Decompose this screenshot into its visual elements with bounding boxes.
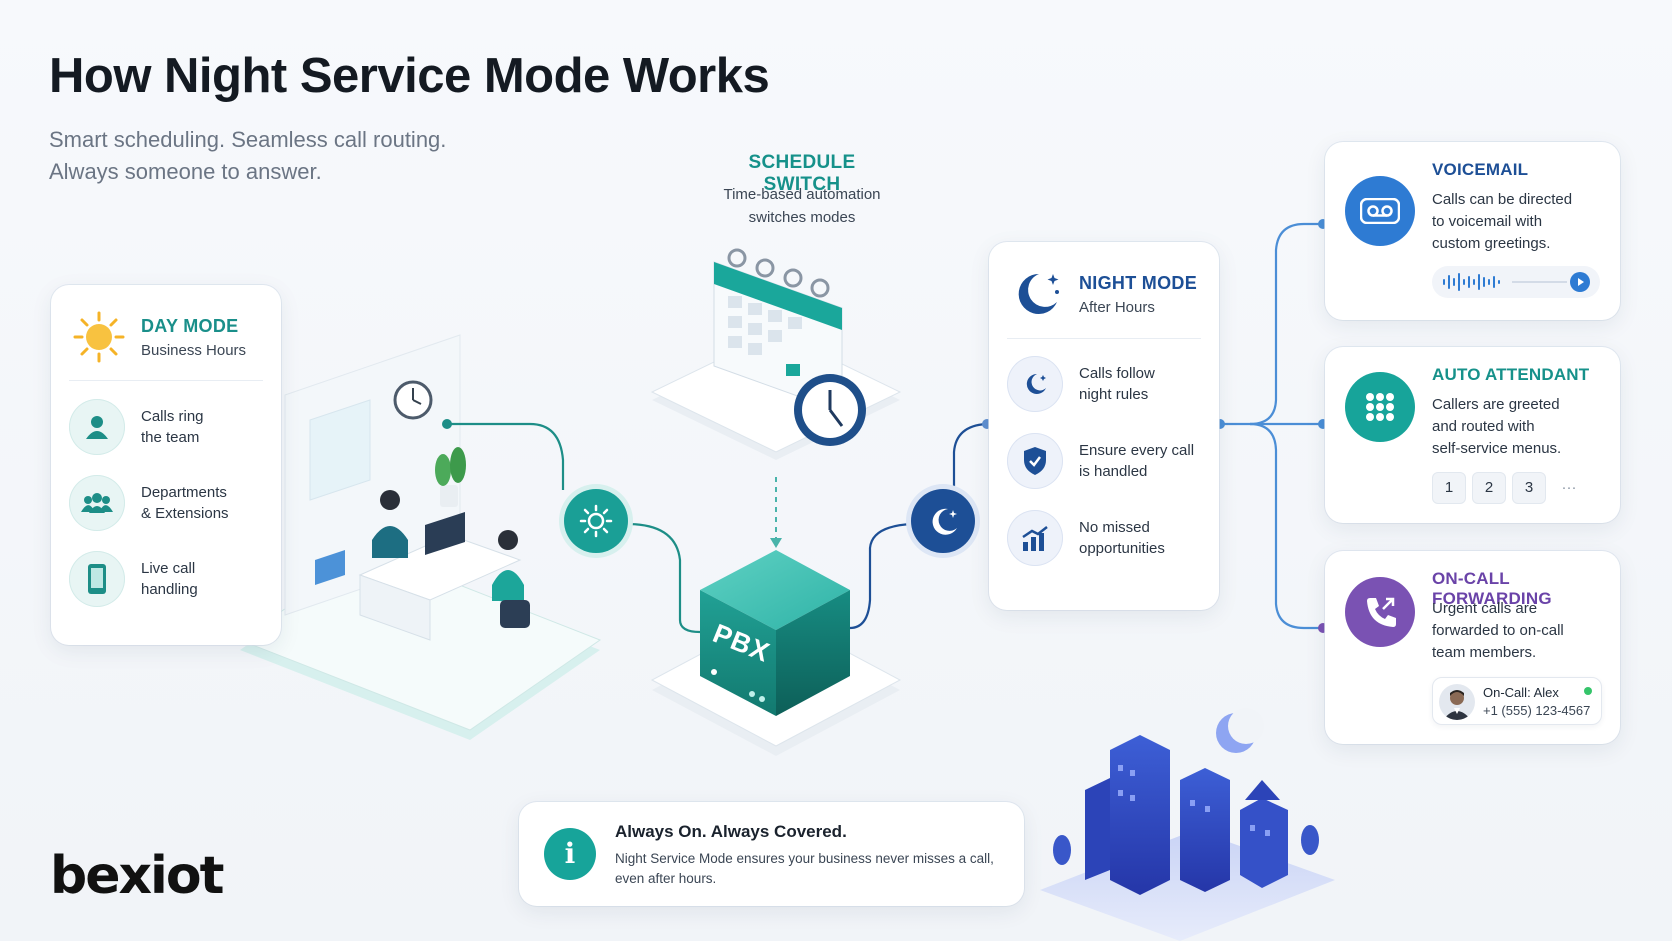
night-item-rules: Calls follow night rules [1007, 356, 1155, 412]
day-item-line: Departments [141, 484, 227, 501]
night-item-line: is handled [1079, 463, 1148, 480]
auto-attendant-title: AUTO ATTENDANT [1432, 365, 1590, 384]
divider [69, 380, 263, 381]
sun-icon [73, 311, 125, 363]
day-item-line: & Extensions [141, 505, 229, 522]
night-mode-subtitle: After Hours [1079, 298, 1155, 316]
menu-option-more[interactable]: ··· [1561, 479, 1577, 496]
schedule-switch-desc: Time-based automation switches modes [702, 183, 902, 229]
auto-attendant-desc-line: Callers are greeted [1432, 396, 1560, 413]
night-mode-card: NIGHT MODE After Hours Calls follow night… [989, 242, 1219, 610]
day-mode-subtitle: Business Hours [141, 341, 247, 359]
status-online-icon [1584, 687, 1592, 695]
night-mode-header: NIGHT MODE After Hours [1009, 266, 1197, 322]
audio-player[interactable] [1432, 266, 1600, 298]
chart-icon [1007, 510, 1063, 566]
on-call-desc-line: Urgent calls are [1432, 600, 1538, 617]
person-icon [69, 399, 125, 455]
moon-stars-icon [1018, 273, 1059, 314]
voicemail-card: VOICEMAIL Calls can be directed to voice… [1325, 142, 1620, 320]
night-mode-title: NIGHT MODE [1079, 272, 1197, 293]
calendar-illustration [650, 248, 902, 460]
schedule-desc-line: switches modes [748, 209, 856, 226]
info-text-line: even after hours. [615, 871, 717, 886]
page-subtitle: Smart scheduling. Seamless call routing.… [49, 124, 529, 188]
day-item-calls-ring: Calls ring the team [69, 399, 204, 455]
moon-icon [1007, 356, 1063, 412]
city-illustration [1040, 708, 1335, 941]
day-node-sun-icon [564, 489, 628, 553]
subtitle-line: Smart scheduling. Seamless call routing. [49, 127, 447, 152]
auto-attendant-desc: Callers are greeted and routed with self… [1432, 394, 1561, 460]
pbx-illustration [650, 550, 902, 756]
auto-attendant-desc-line: self-service menus. [1432, 440, 1562, 457]
auto-attendant-card: AUTO ATTENDANT Callers are greeted and r… [1325, 347, 1620, 523]
phone-forward-icon [1345, 577, 1415, 647]
phone-icon [69, 551, 125, 607]
info-text-line: Night Service Mode ensures your business… [615, 851, 994, 866]
night-item-line: Ensure every call [1079, 442, 1195, 459]
auto-attendant-desc-line: and routed with [1432, 418, 1535, 435]
on-call-title: ON-CALL FORWARDING [1432, 569, 1552, 608]
voicemail-desc-line: custom greetings. [1432, 235, 1551, 252]
night-item-line: opportunities [1079, 540, 1165, 557]
voicemail-title: VOICEMAIL [1432, 160, 1529, 179]
branch-connector [1219, 222, 1325, 630]
shield-icon [1007, 433, 1063, 489]
on-call-contact[interactable]: On-Call: Alex +1 (555) 123-4567 [1432, 677, 1602, 725]
info-banner: i Always On. Always Covered. Night Servi… [519, 802, 1024, 906]
day-item-departments: Departments & Extensions [69, 475, 229, 531]
on-call-desc: Urgent calls are forwarded to on-call te… [1432, 598, 1564, 664]
night-item-line: Calls follow [1079, 365, 1155, 382]
on-call-desc-line: team members. [1432, 644, 1537, 661]
night-item-line: night rules [1079, 386, 1149, 403]
page-title: How Night Service Mode Works [49, 49, 770, 103]
info-title: Always On. Always Covered. [615, 822, 847, 841]
on-call-name: On-Call: Alex [1483, 685, 1559, 700]
voicemail-desc-line: to voicemail with [1432, 213, 1543, 230]
play-icon[interactable] [1570, 272, 1590, 292]
menu-option-2[interactable]: 2 [1472, 472, 1506, 504]
info-icon: i [544, 828, 596, 880]
day-connector [447, 422, 701, 634]
day-item-line: handling [141, 581, 198, 598]
schedule-switch-title: SCHEDULE SWITCH [748, 152, 856, 195]
night-connector [849, 422, 987, 630]
day-mode-card: DAY MODE Business Hours Calls ring the te… [51, 285, 281, 645]
keypad-icon [1345, 372, 1415, 442]
divider [1007, 338, 1201, 339]
day-item-line: the team [141, 429, 200, 446]
subtitle-line: Always someone to answer. [49, 159, 322, 184]
night-node-moon-icon [911, 489, 975, 553]
info-text: Night Service Mode ensures your business… [615, 849, 1005, 889]
night-item-line: No missed [1079, 519, 1150, 536]
menu-option-3[interactable]: 3 [1512, 472, 1546, 504]
day-mode-header: DAY MODE Business Hours [71, 309, 246, 365]
voicemail-desc-line: Calls can be directed [1432, 191, 1573, 208]
office-illustration [238, 334, 602, 740]
day-mode-title: DAY MODE [141, 315, 239, 336]
menu-option-1[interactable]: 1 [1432, 472, 1466, 504]
waveform-icon [1443, 273, 1500, 291]
night-item-opportunities: No missed opportunities [1007, 510, 1165, 566]
day-item-line: Calls ring [141, 408, 204, 425]
on-call-phone: +1 (555) 123-4567 [1483, 703, 1591, 718]
voicemail-desc: Calls can be directed to voicemail with … [1432, 189, 1572, 255]
night-item-handled: Ensure every call is handled [1007, 433, 1194, 489]
on-call-desc-line: forwarded to on-call [1432, 622, 1564, 639]
day-item-live-call: Live call handling [69, 551, 198, 607]
group-icon [69, 475, 125, 531]
brand-logo: bexiot [50, 846, 224, 906]
avatar [1439, 684, 1475, 720]
audio-progress-track [1512, 281, 1567, 283]
day-item-line: Live call [141, 560, 196, 577]
voicemail-icon [1345, 176, 1415, 246]
schedule-desc-line: Time-based automation [723, 186, 881, 203]
